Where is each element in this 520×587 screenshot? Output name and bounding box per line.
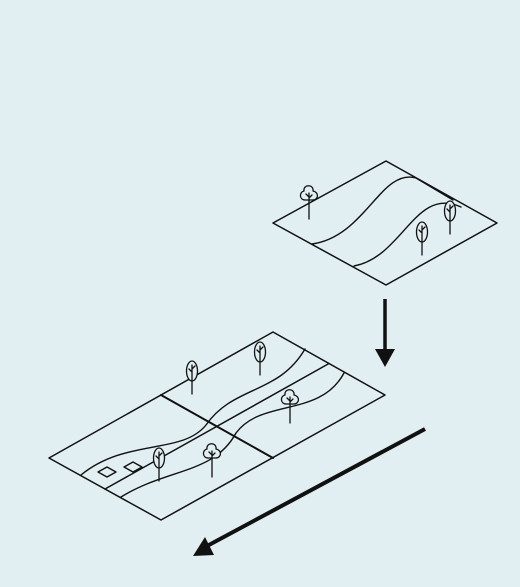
arrow-icon: [193, 537, 214, 556]
diamond-plot-icon: [123, 461, 143, 473]
arrow-icon: [375, 349, 395, 367]
large-tile-contour-upper: [80, 348, 306, 476]
small-landscape-tile: [272, 160, 498, 286]
arrow-diagonal-shaft: [206, 427, 426, 548]
small-tile-contour-upper: [311, 176, 454, 245]
arrows: [193, 299, 426, 556]
large-landscape-tile: [48, 331, 386, 521]
large-tile-contour-lower: [120, 372, 345, 498]
diamond-plot-icon: [97, 466, 117, 478]
large-tile-divider-b: [104, 362, 330, 490]
small-tile-outline: [272, 160, 498, 286]
